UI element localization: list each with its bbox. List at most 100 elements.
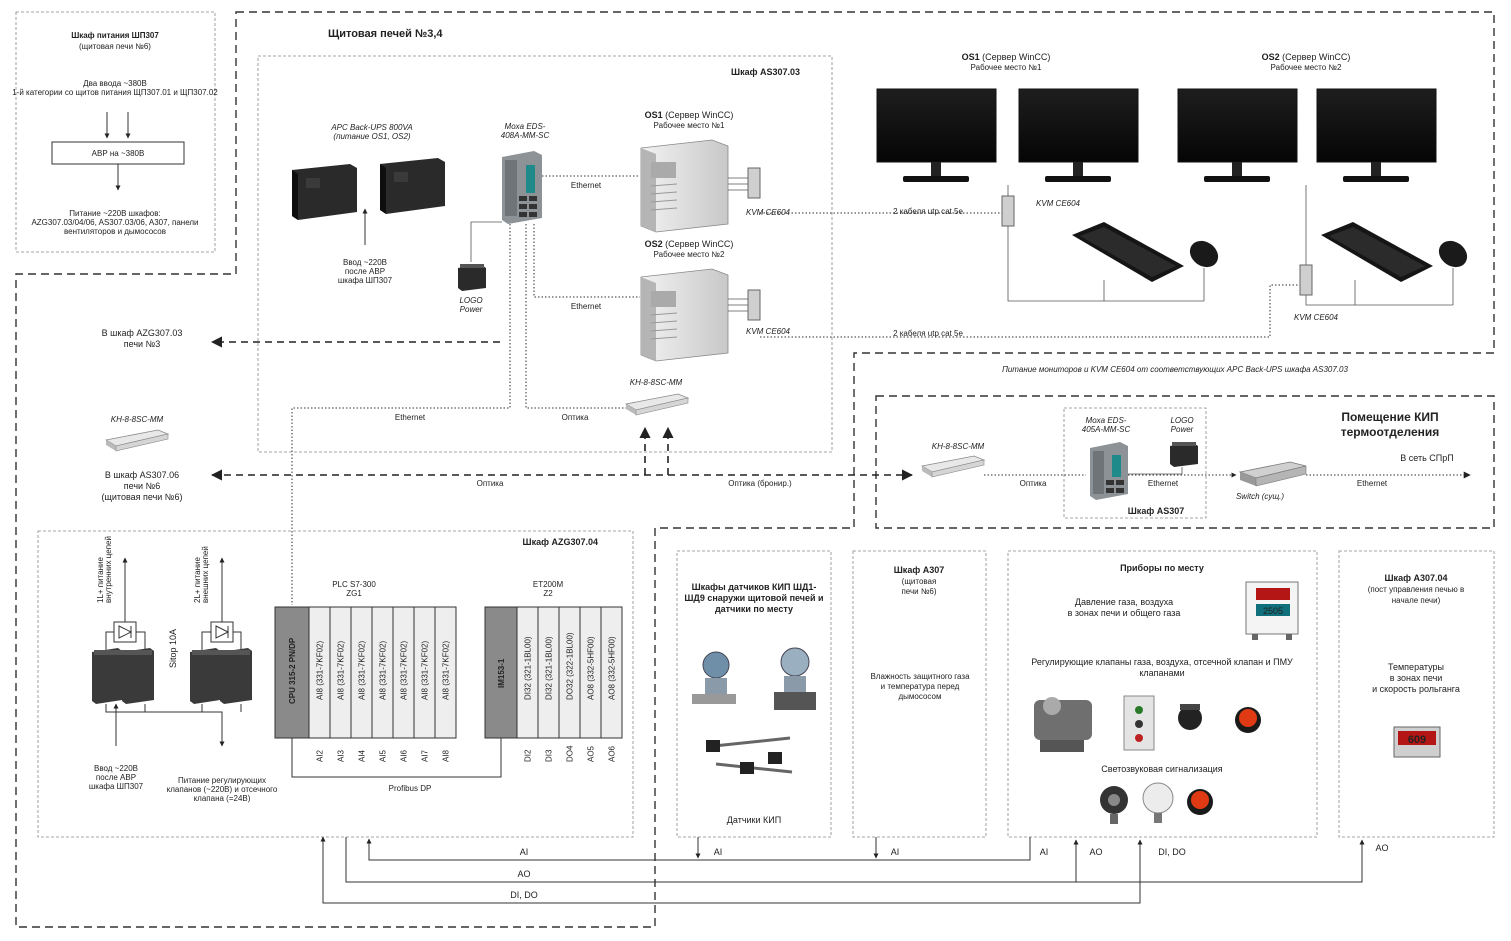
ws-os1-sub: Рабочее место №1 xyxy=(971,63,1042,72)
alarm-lamp-icon xyxy=(1187,789,1213,815)
plc-module-label-1: AI8 (331-7KF02) xyxy=(316,641,325,700)
sitop-psu-2-icon xyxy=(190,648,252,704)
os1-server-name: OS1 xyxy=(645,110,663,120)
diode-2-icon xyxy=(210,621,234,643)
pressure-label: Давление газа, воздуха xyxy=(1075,597,1173,607)
workstations: OS1 (Сервер WinCC) Рабочее место №1 OS2 … xyxy=(760,52,1468,374)
kip-optical-label: Оптика xyxy=(1020,479,1047,488)
a307-sub-2: печи №6) xyxy=(901,587,936,596)
plc-module-label-5: AI8 (331-7KF02) xyxy=(400,641,409,700)
plc-module-label-3: AI8 (331-7KF02) xyxy=(358,641,367,700)
psu-input-2: после АВР xyxy=(96,773,136,782)
shp307-cabinet: Шкаф питания ШП307 (щитовая печи №6) Два… xyxy=(12,11,218,253)
pressure-meter-icon: 2505 xyxy=(1245,581,1299,640)
kip-moxa-model: 405A-MM-SC xyxy=(1082,425,1131,434)
kvm-desk-1-wiring xyxy=(1007,185,1205,302)
ws-os1-rest: (Сервер WinCC) xyxy=(982,52,1050,62)
ai-bus-label-2: AI xyxy=(714,847,723,857)
optical-trunk-label: Оптика xyxy=(477,479,504,488)
psu-output-3: клапана (=24В) xyxy=(194,794,251,803)
l2-label: 2L+ питание xyxy=(193,556,202,603)
a307-note: Влажность защитного газа xyxy=(870,672,970,681)
pressure-meter-display: 2505 xyxy=(1263,606,1283,616)
moxa-os2-ethernet-label: Ethernet xyxy=(571,302,602,311)
profibus-cable xyxy=(291,738,502,778)
plc-channel-tag-7: AI8 xyxy=(442,749,451,762)
keyboard-2-icon xyxy=(1321,222,1433,282)
kip-logo-to-moxa xyxy=(1128,467,1183,475)
kip-room-subtitle: термоотделения xyxy=(1341,425,1440,439)
os1-server-rest: (Сервер WinCC) xyxy=(665,110,733,120)
ai-bus-label-3: AI xyxy=(891,847,900,857)
a307-cabinet: Шкаф А307 (щитовая печи №6) Влажность за… xyxy=(852,550,987,838)
signal-buses: AI AI AI AI AO AO AO DI, DO DI, DO xyxy=(320,836,1389,904)
ai-bus-label-1: AI xyxy=(520,847,529,857)
ws-os1-name: OS1 xyxy=(962,52,980,62)
logo-power-label: LOGO xyxy=(459,296,482,305)
plc-module-label-7: AI8 (331-7KF02) xyxy=(442,641,451,700)
ups-input-1: Ввод ~220В xyxy=(343,258,387,267)
temperature-display-icon: 609 xyxy=(1393,726,1441,758)
psu-bus-wiring xyxy=(105,704,242,745)
azg30704-title: Шкаф AZG307.04 xyxy=(523,537,598,547)
sensor-cabinets-title-3: датчики по месту xyxy=(715,604,793,614)
plc-module-label-2: AI8 (331-7KF02) xyxy=(337,641,346,700)
a307-title: Шкаф А307 xyxy=(894,565,944,575)
ups-2-icon xyxy=(380,158,445,214)
switch-label: Switch (сущ.) xyxy=(1236,492,1284,501)
a30704-cabinet: Шкаф А307.04 (пост управления печью в на… xyxy=(1338,550,1495,838)
as307-title: Шкаф AS307 xyxy=(1128,506,1184,516)
moxa-switch-icon xyxy=(502,151,542,224)
siren-icon xyxy=(1100,786,1128,824)
et200m-sublabel: Z2 xyxy=(543,589,553,598)
switch-ethernet-label: Ethernet xyxy=(1357,479,1388,488)
alarm-label: Светозвуковая сигнализация xyxy=(1101,764,1223,774)
kip-patch-panel-label: KH-8-8SC-MM xyxy=(932,442,985,451)
as30706-label: В шкаф AS307.06 xyxy=(105,470,179,480)
os1-server-sub: Рабочее место №1 xyxy=(654,121,725,130)
kvm-desk-2-label: KVM CE604 xyxy=(1294,313,1339,322)
a30704-frame xyxy=(1338,550,1495,838)
plc-module-label-4: AI8 (331-7KF02) xyxy=(379,641,388,700)
as30706-location: (щитовая печи №6) xyxy=(102,492,183,502)
a30704-sub: (пост управления печью в xyxy=(1368,585,1465,594)
field-devices-frame xyxy=(1007,550,1318,838)
ups-sublabel: (питание OS1, OS2) xyxy=(333,132,411,141)
et200m-module-label-1: DI32 (321-1BL00) xyxy=(524,636,533,700)
monitor-4-icon xyxy=(1316,88,1437,182)
et200m-label: ET200M xyxy=(533,580,564,589)
ao-bus-label-3: AO xyxy=(1375,843,1388,853)
ai-bus xyxy=(366,837,1031,861)
dido-bus xyxy=(320,836,1143,904)
et200m-channel-tag-5: AO6 xyxy=(608,745,617,762)
diode-1-icon xyxy=(113,621,137,643)
ao-bus-label-2: AO xyxy=(1089,847,1102,857)
et200m-channel-tag-1: DI2 xyxy=(524,749,533,762)
left-patch-panel-label: KH-8-8SC-MM xyxy=(111,415,164,424)
a30704-note-3: и скорость рольганга xyxy=(1372,684,1460,694)
shp307-output-2: AZG307.03/04/06, AS307.03/06, A307, пане… xyxy=(31,218,198,227)
ao-bus xyxy=(345,837,1365,883)
plc-sublabel: ZG1 xyxy=(346,589,362,598)
pressure-sublabel: в зонах печи и общего газа xyxy=(1068,608,1181,618)
dido-bus-label-1: DI, DO xyxy=(510,890,538,900)
a30704-note: Температуры xyxy=(1388,662,1444,672)
red-button-icon xyxy=(1235,707,1261,733)
shp307-output-1: Питание ~220В шкафов: xyxy=(69,209,160,218)
kvm-desk-2-wiring xyxy=(1305,185,1454,306)
a307-note-2: и температура перед xyxy=(881,682,960,691)
shp307-title: Шкаф питания ШП307 xyxy=(71,31,159,40)
l2-sublabel: внешних цепей xyxy=(201,546,210,603)
plc-ethernet-label: Ethernet xyxy=(395,413,426,422)
utp-cable-2-label: 2 кабеля utp cat 5e xyxy=(893,329,963,338)
moxa-optical-link xyxy=(525,224,626,409)
shp307-output-3: вентиляторов и дымососов xyxy=(64,227,166,236)
monitor-2-icon xyxy=(1018,88,1139,182)
temperature-display-value: 609 xyxy=(1408,734,1426,746)
plc-channel-tag-3: AI4 xyxy=(358,749,367,762)
a30704-title: Шкаф А307.04 xyxy=(1385,573,1448,583)
moxa-os2-ethernet xyxy=(533,224,640,298)
